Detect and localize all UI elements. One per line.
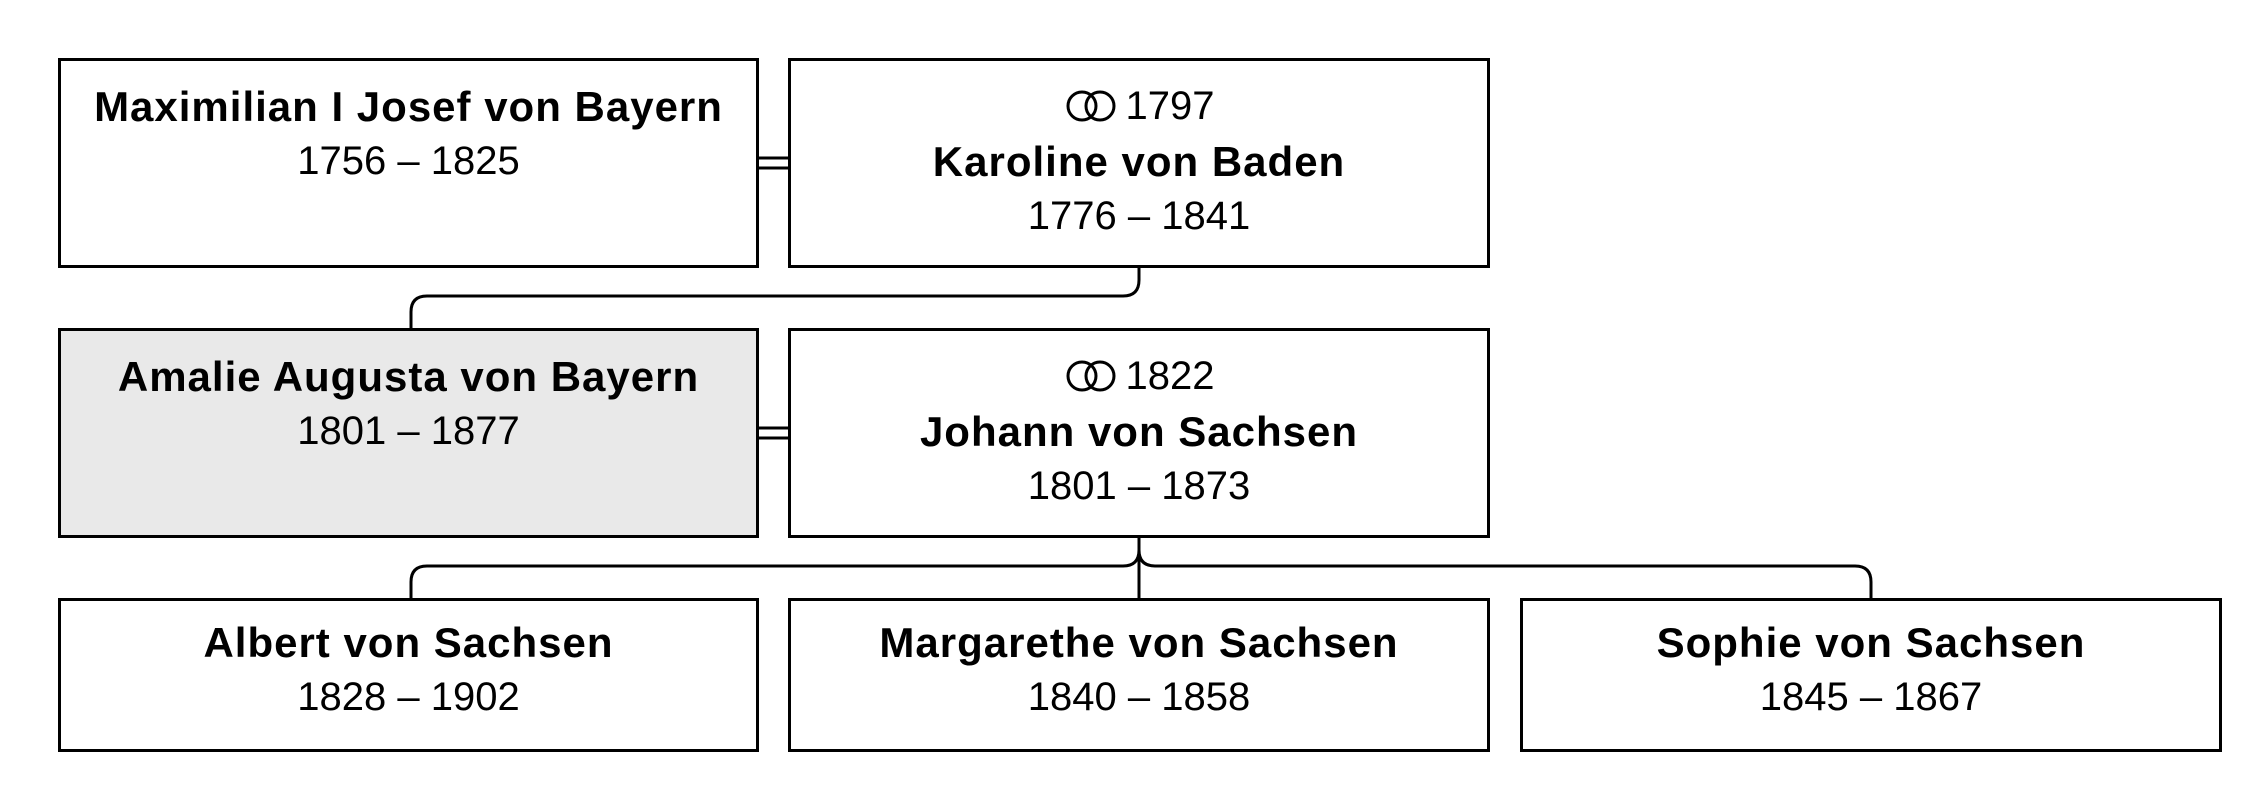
person-name: Maximilian I Josef von Bayern [94, 83, 723, 130]
person-box-karoline: 1797 Karoline von Baden 1776 – 1841 [788, 58, 1490, 268]
marriage-year: 1822 [1125, 354, 1215, 398]
descent-line [409, 266, 1141, 328]
person-box-maximilian: Maximilian I Josef von Bayern 1756 – 182… [58, 58, 759, 268]
person-years: 1801 – 1877 [297, 409, 520, 453]
marriage-year: 1797 [1125, 84, 1215, 128]
person-name: Sophie von Sachsen [1656, 619, 2086, 666]
person-box-sophie: Sophie von Sachsen 1845 – 1867 [1520, 598, 2222, 752]
person-box-albert: Albert von Sachsen 1828 – 1902 [58, 598, 759, 752]
person-name: Karoline von Baden [932, 138, 1346, 185]
person-name: Margarethe von Sachsen [879, 619, 1399, 666]
marriage-info: 1797 [791, 79, 1487, 134]
person-name: Johann von Sachsen [919, 408, 1359, 455]
person-years: 1776 – 1841 [1027, 194, 1251, 238]
person-years: 1845 – 1867 [1759, 675, 1983, 719]
person-years: 1756 – 1825 [297, 139, 520, 183]
person-name: Amalie Augusta von Bayern [117, 353, 700, 400]
person-name: Albert von Sachsen [203, 619, 614, 666]
person-box-johann: 1822 Johann von Sachsen 1801 – 1873 [788, 328, 1490, 538]
person-years: 1801 – 1873 [1027, 464, 1251, 508]
descent-line [1137, 536, 1873, 600]
person-years: 1840 – 1858 [1027, 675, 1251, 719]
person-box-margarethe: Margarethe von Sachsen 1840 – 1858 [788, 598, 1490, 752]
marriage-info: 1822 [791, 349, 1487, 404]
marriage-rings-icon [1066, 90, 1115, 122]
marriage-rings-icon [1066, 360, 1115, 392]
descent-line [409, 536, 1141, 600]
person-years: 1828 – 1902 [297, 675, 520, 719]
person-box-amalie: Amalie Augusta von Bayern 1801 – 1877 [58, 328, 759, 538]
